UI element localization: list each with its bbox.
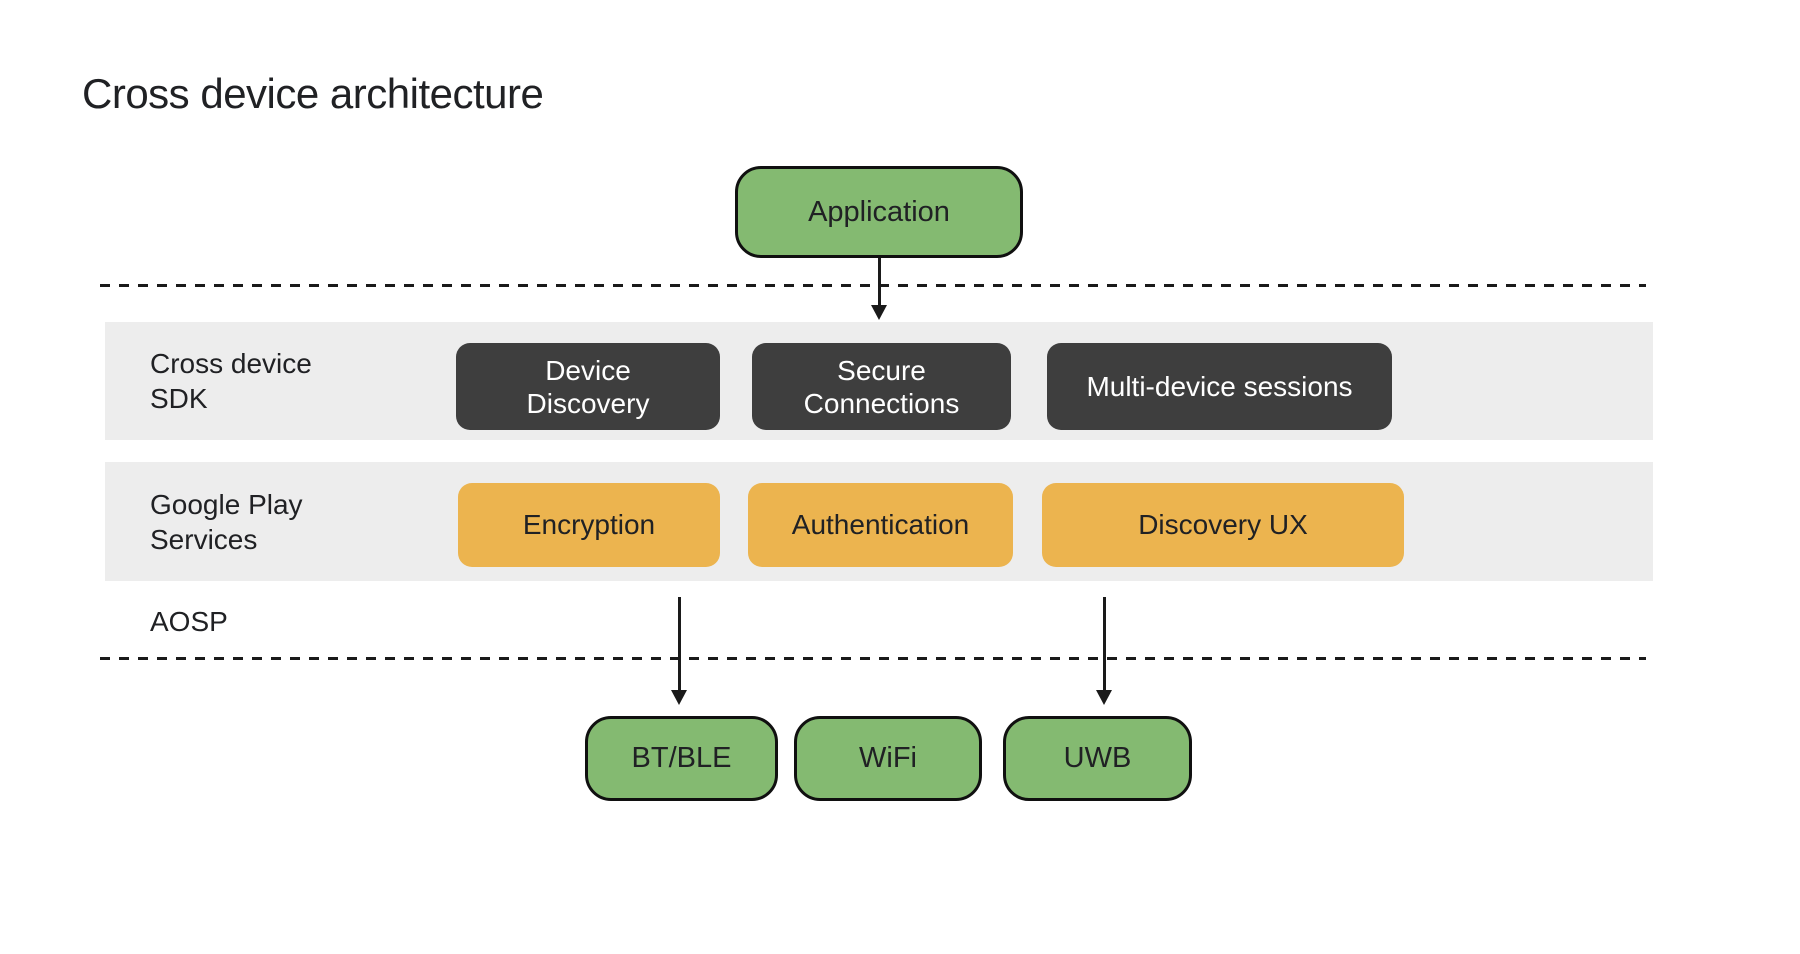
secure-connections-label-line1: Secure <box>837 354 926 386</box>
arrow-head-icon <box>1096 690 1112 705</box>
authentication-label: Authentication <box>791 509 970 540</box>
encryption-node: Encryption <box>458 483 720 567</box>
device-discovery-label-line2: Discovery <box>526 387 650 419</box>
gps-label-line1: Google Play <box>150 488 303 520</box>
google-play-services-label: Google Play Services <box>150 462 303 581</box>
wifi-label: WiFi <box>859 742 917 774</box>
bt-ble-label: BT/BLE <box>631 742 732 774</box>
discovery-ux-label: Discovery UX <box>1138 509 1308 540</box>
secure-connections-node: Secure Connections <box>752 343 1011 430</box>
authentication-node: Authentication <box>748 483 1013 567</box>
uwb-label: UWB <box>1063 742 1132 774</box>
sdk-layer-label-line1: Cross device <box>150 348 312 379</box>
arrow-shaft <box>1102 597 1106 690</box>
application-node: Application <box>735 166 1023 258</box>
uwb-node: UWB <box>1003 716 1192 801</box>
arrow-to-uwb <box>1096 597 1112 705</box>
sdk-layer-band: Cross device SDK Device Discovery Secure… <box>105 322 1653 440</box>
arrow-head-icon <box>671 690 687 705</box>
encryption-label: Encryption <box>522 509 656 540</box>
gps-label-line2: Services <box>150 523 258 555</box>
arrow-shaft <box>877 258 881 305</box>
arrow-to-bt-ble <box>671 597 687 705</box>
sdk-layer-label-line2: SDK <box>150 383 208 414</box>
wifi-node: WiFi <box>794 716 982 801</box>
sdk-layer-label: Cross device SDK <box>150 322 312 440</box>
arrow-application-to-sdk <box>871 258 887 320</box>
device-discovery-label-line1: Device <box>545 354 631 386</box>
device-discovery-node: Device Discovery <box>456 343 720 430</box>
aosp-layer-label: AOSP <box>150 606 228 637</box>
boundary-dashed-line-top <box>100 284 1646 287</box>
multi-device-sessions-label: Multi-device sessions <box>1086 371 1353 402</box>
arrow-head-icon <box>871 305 887 320</box>
page-title: Cross device architecture <box>82 70 544 117</box>
bt-ble-node: BT/BLE <box>585 716 778 801</box>
boundary-dashed-line-bottom <box>100 657 1646 660</box>
discovery-ux-node: Discovery UX <box>1042 483 1404 567</box>
application-label: Application <box>808 195 950 228</box>
secure-connections-label-line2: Connections <box>803 387 960 419</box>
multi-device-sessions-node: Multi-device sessions <box>1047 343 1392 430</box>
google-play-services-band: Google Play Services Encryption Authenti… <box>105 462 1653 581</box>
arrow-shaft <box>677 597 681 690</box>
